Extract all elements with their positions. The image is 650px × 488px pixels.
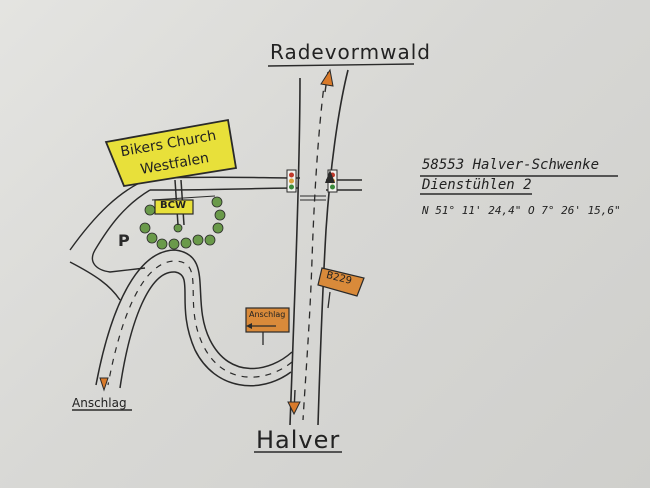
arrow-north [320, 68, 334, 93]
place-label-southwest: Anschlag [72, 396, 127, 410]
anschlag-road-centerline [107, 260, 293, 386]
traffic-light-left [286, 169, 297, 193]
bcw-sign-text: BCW [160, 200, 186, 211]
place-underlines [72, 63, 618, 453]
bcw-sign [154, 199, 194, 215]
place-label-south: Halver [256, 426, 341, 454]
church-trees [139, 196, 226, 250]
parking-area: P [69, 177, 151, 301]
anschlag-sign [245, 307, 290, 345]
main-road-centerline [302, 77, 326, 421]
arrow-up-main [325, 170, 335, 183]
arrow-south [287, 389, 301, 416]
main-road [289, 69, 349, 426]
anschlag-sign-text: Anschlag [249, 310, 286, 319]
address-line1: 58553 Halver-Schwenke [422, 157, 600, 173]
place-label-north: Radevormwald [270, 40, 432, 64]
address-line2: Dienstühlen 2 [422, 177, 532, 193]
church-lot-outline [151, 195, 216, 201]
b229-sign [317, 267, 365, 309]
gps-coordinates: N 51° 11' 24,4" O 7° 26' 15,6" [422, 204, 621, 217]
arrow-anschlag [99, 377, 109, 392]
anschlag-road [95, 249, 293, 389]
svg-text:P: P [118, 231, 130, 250]
crosswalk [300, 195, 326, 201]
